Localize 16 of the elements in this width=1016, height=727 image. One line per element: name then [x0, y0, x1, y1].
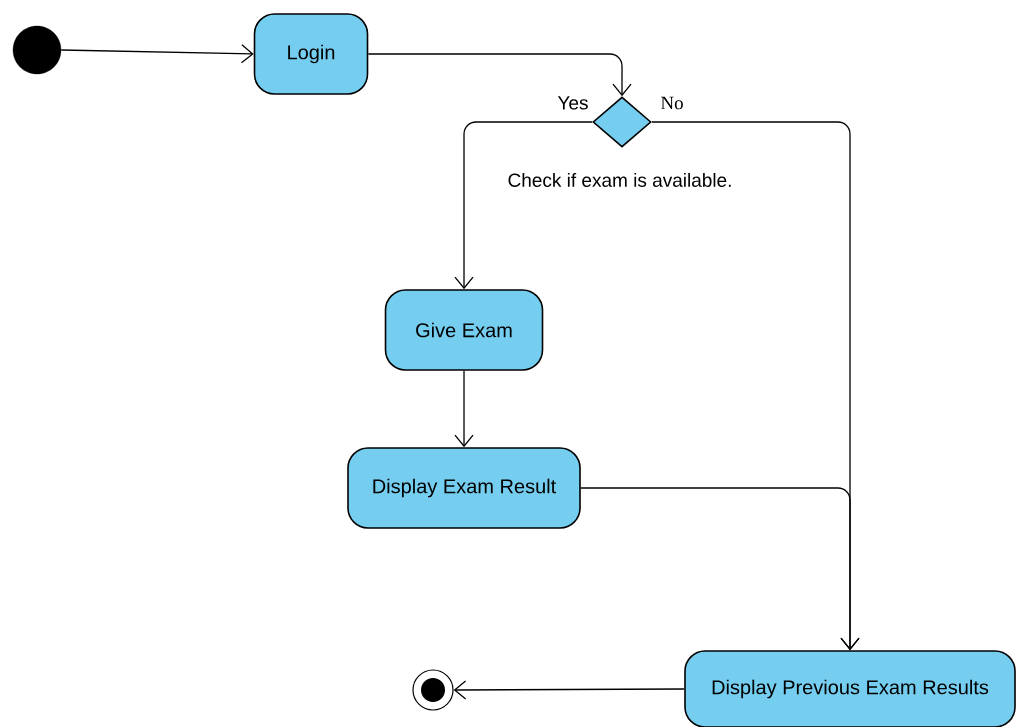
edge-label: Yes: [556, 95, 590, 111]
arrow: [60, 44, 254, 64]
arrow: [367, 53, 632, 97]
arrow: [454, 370, 474, 448]
arrow: [454, 121, 593, 290]
note-text: Check if exam is available.: [508, 173, 731, 187]
activity-box: Display Exam Result: [347, 447, 581, 529]
activity-box: Login: [253, 13, 369, 95]
activity-box: Display Previous Exam Results: [684, 650, 1016, 727]
start-node: [12, 25, 62, 75]
decision-diamond: [592, 96, 652, 148]
arrow: [453, 680, 685, 700]
arrow: [580, 487, 860, 651]
end-node: [412, 669, 454, 711]
activity-box: Give Exam: [384, 289, 544, 371]
edge-label: No: [659, 95, 685, 111]
